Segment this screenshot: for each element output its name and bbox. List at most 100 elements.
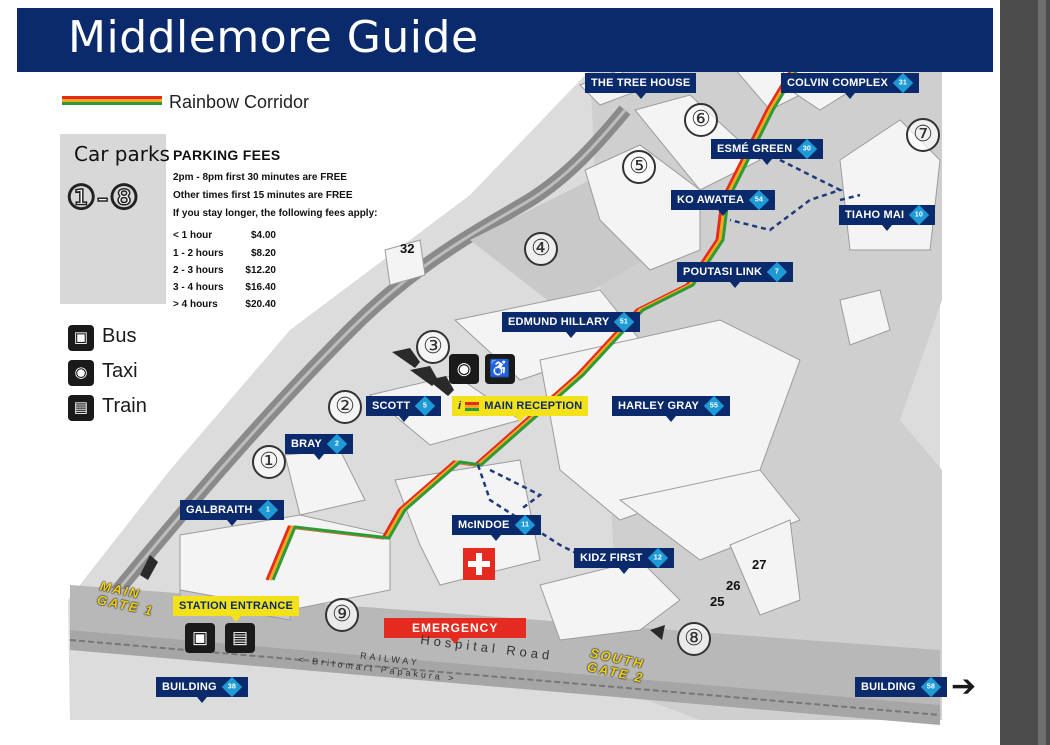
arrow-right-icon: ➔ xyxy=(951,670,977,703)
info-icon: i xyxy=(458,400,462,412)
building-26-number: 26 xyxy=(726,578,741,593)
car-park-2-marker: ② xyxy=(328,390,362,424)
car-park-4-marker: ④ xyxy=(524,232,558,266)
label-text: MAIN RECEPTION xyxy=(484,400,583,412)
car-park-6-marker: ⑥ xyxy=(684,103,718,137)
fee-amount: $16.40 xyxy=(245,282,276,293)
label-colvin-complex[interactable]: COLVIN COMPLEX 31 xyxy=(781,72,919,99)
car-park-5-marker: ⑤ xyxy=(622,150,656,184)
car-parks-title: Car parks xyxy=(74,142,170,166)
label-scott[interactable]: SCOTT 5 xyxy=(366,395,442,422)
label-text: TIAHO MAI xyxy=(845,209,905,221)
fee-duration: 2 - 3 hours xyxy=(173,265,224,276)
label-esme-green[interactable]: ESMÉ GREEN 30 xyxy=(711,138,824,165)
label-text: HARLEY GRAY xyxy=(618,400,700,412)
label-poutasi-link[interactable]: POUTASI LINK 7 xyxy=(677,261,794,288)
label-kidz-first[interactable]: KIDZ FIRST 12 xyxy=(574,547,674,574)
railway-line xyxy=(69,639,941,716)
label-building-38[interactable]: BUILDING 38 xyxy=(156,676,248,703)
building-number-marker: 12 xyxy=(647,547,668,569)
fee-duration: < 1 hour xyxy=(173,230,213,241)
transport-label: Taxi xyxy=(102,360,138,382)
fee-duration: 1 - 2 hours xyxy=(173,248,224,259)
accessible-parking-icon: ♿ xyxy=(485,354,515,384)
hospital-cross-icon xyxy=(463,548,495,580)
label-text: POUTASI LINK xyxy=(683,266,763,278)
train-icon: ▤ xyxy=(225,623,255,653)
label-text: BUILDING xyxy=(162,681,217,693)
label-bray[interactable]: BRAY 2 xyxy=(285,433,353,460)
label-text: SCOTT xyxy=(372,400,411,412)
label-main-reception[interactable]: i MAIN RECEPTION xyxy=(452,396,589,422)
label-text: BUILDING xyxy=(861,681,916,693)
parking-rule: 2pm - 8pm first 30 minutes are FREE xyxy=(173,172,347,183)
fee-amount: $20.40 xyxy=(245,299,276,310)
label-text: GALBRAITH xyxy=(186,504,253,516)
map-sheet: Middlemore Guide Rainbow Corridor Car pa… xyxy=(0,0,1000,745)
building-number-marker: 10 xyxy=(909,204,930,226)
rainbow-corridor-swatch xyxy=(62,96,162,105)
building-number-marker: 58 xyxy=(920,676,941,698)
rainbow-flag-icon xyxy=(465,401,480,411)
building-number-marker: 2 xyxy=(326,433,348,455)
label-text: ESMÉ GREEN xyxy=(717,143,793,155)
label-text: THE TREE HOUSE xyxy=(591,77,691,89)
building-number-marker: 51 xyxy=(614,311,635,333)
building-number-marker: 55 xyxy=(703,395,725,417)
building-25-number: 25 xyxy=(710,594,725,609)
bus-icon: ▣ xyxy=(185,623,215,653)
rainbow-corridor-label: Rainbow Corridor xyxy=(169,92,310,112)
viewer-scrollbar-thumb[interactable] xyxy=(1038,0,1046,745)
building-number-marker: 31 xyxy=(892,72,914,94)
taxi-icon: ◉ xyxy=(449,354,479,384)
label-station-entrance[interactable]: STATION ENTRANCE xyxy=(173,596,300,622)
parking-rule: Other times first 15 minutes are FREE xyxy=(173,190,353,201)
parking-fees-title: PARKING FEES xyxy=(173,147,281,163)
taxi-icon: ◉ xyxy=(68,360,94,386)
fee-amount: $8.20 xyxy=(250,248,276,259)
label-mcindoe[interactable]: McINDOE 11 xyxy=(452,514,541,541)
building-number-marker: 30 xyxy=(797,138,818,160)
label-text: EMERGENCY xyxy=(412,621,499,635)
label-the-tree-house[interactable]: THE TREE HOUSE xyxy=(585,73,697,99)
car-park-1-marker: ① xyxy=(252,445,286,479)
building-27-number: 27 xyxy=(752,557,767,572)
car-park-8-marker: ⑧ xyxy=(677,622,711,656)
fee-amount: $12.20 xyxy=(245,265,276,276)
label-emergency[interactable]: EMERGENCY xyxy=(384,618,527,644)
building-number-marker: 1 xyxy=(257,499,278,521)
label-text: COLVIN COMPLEX xyxy=(787,77,888,89)
building-32-number: 32 xyxy=(400,241,415,256)
transport-label: Bus xyxy=(102,325,137,347)
building-number-marker: 38 xyxy=(221,676,242,698)
title-bar xyxy=(17,8,993,72)
label-text: McINDOE xyxy=(458,519,510,531)
building-number-marker: 5 xyxy=(415,395,436,417)
car-parks-legend xyxy=(60,134,166,304)
bus-icon: ▣ xyxy=(68,325,94,351)
transport-label: Train xyxy=(102,395,147,417)
label-building-58[interactable]: BUILDING 58 xyxy=(855,676,947,698)
car-park-3-marker: ③ xyxy=(416,330,450,364)
car-park-7-marker: ⑦ xyxy=(906,118,940,152)
fee-duration: 3 - 4 hours xyxy=(173,282,224,293)
label-text: BRAY xyxy=(291,438,322,450)
label-text: KO AWATEA xyxy=(677,194,745,206)
building-number-marker: 7 xyxy=(767,261,788,283)
parking-rule: If you stay longer, the following fees a… xyxy=(173,208,378,219)
car-parks-range: ①-⑧ xyxy=(65,177,140,219)
entrance-arrows xyxy=(140,348,665,640)
train-icon: ▤ xyxy=(68,395,94,421)
building-number-marker: 11 xyxy=(514,514,535,536)
fee-duration: > 4 hours xyxy=(173,299,218,310)
label-galbraith[interactable]: GALBRAITH 1 xyxy=(180,499,284,526)
car-park-9-marker: ⑨ xyxy=(325,598,359,632)
ring-road-edge xyxy=(108,109,627,601)
label-text: KIDZ FIRST xyxy=(580,552,643,564)
label-text: STATION ENTRANCE xyxy=(179,600,294,612)
page-title: Middlemore Guide xyxy=(68,12,479,63)
label-tiaho-mai[interactable]: TIAHO MAI 10 xyxy=(839,204,936,231)
